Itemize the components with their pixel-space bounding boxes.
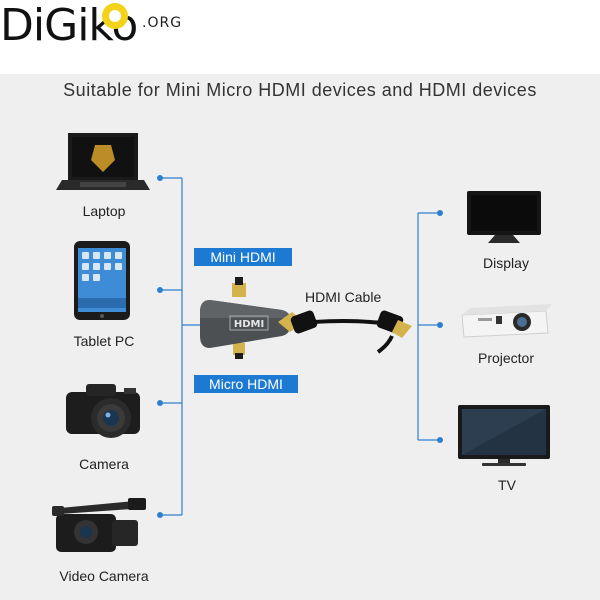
projector-icon	[461, 304, 552, 338]
right-bracket-dots	[437, 210, 443, 443]
right-bracket	[417, 212, 440, 441]
camera-icon	[66, 384, 140, 438]
laptop-icon	[56, 133, 150, 190]
tv-icon	[458, 405, 550, 466]
left-bracket-dots	[157, 175, 163, 518]
display-icon	[467, 191, 541, 243]
device-label-laptop: Laptop	[82, 203, 126, 219]
device-label-camera: Camera	[79, 456, 129, 472]
device-label-projector: Projector	[477, 350, 535, 366]
logo-suffix: .ORG	[142, 15, 183, 31]
device-label-display: Display	[483, 255, 529, 271]
hdmi-cable-icon	[278, 310, 412, 354]
mini-hdmi-tag: Mini HDMI	[194, 248, 292, 266]
header: DiGiko .ORG	[0, 0, 600, 74]
micro-hdmi-tag: Micro HDMI	[194, 375, 298, 393]
left-bracket	[160, 177, 200, 516]
device-label-tablet: Tablet PC	[73, 333, 135, 349]
page-title: Suitable for Mini Micro HDMI devices and…	[63, 80, 537, 100]
device-label-video-camera: Video Camera	[59, 568, 149, 584]
hdmi-adapter-icon	[200, 277, 290, 359]
video-camera-icon	[52, 498, 146, 552]
logo-ring-icon	[102, 3, 128, 29]
hdmi-cable-label: HDMI Cable	[305, 289, 382, 305]
device-label-tv: TV	[498, 477, 516, 493]
tablet-icon	[74, 241, 130, 320]
